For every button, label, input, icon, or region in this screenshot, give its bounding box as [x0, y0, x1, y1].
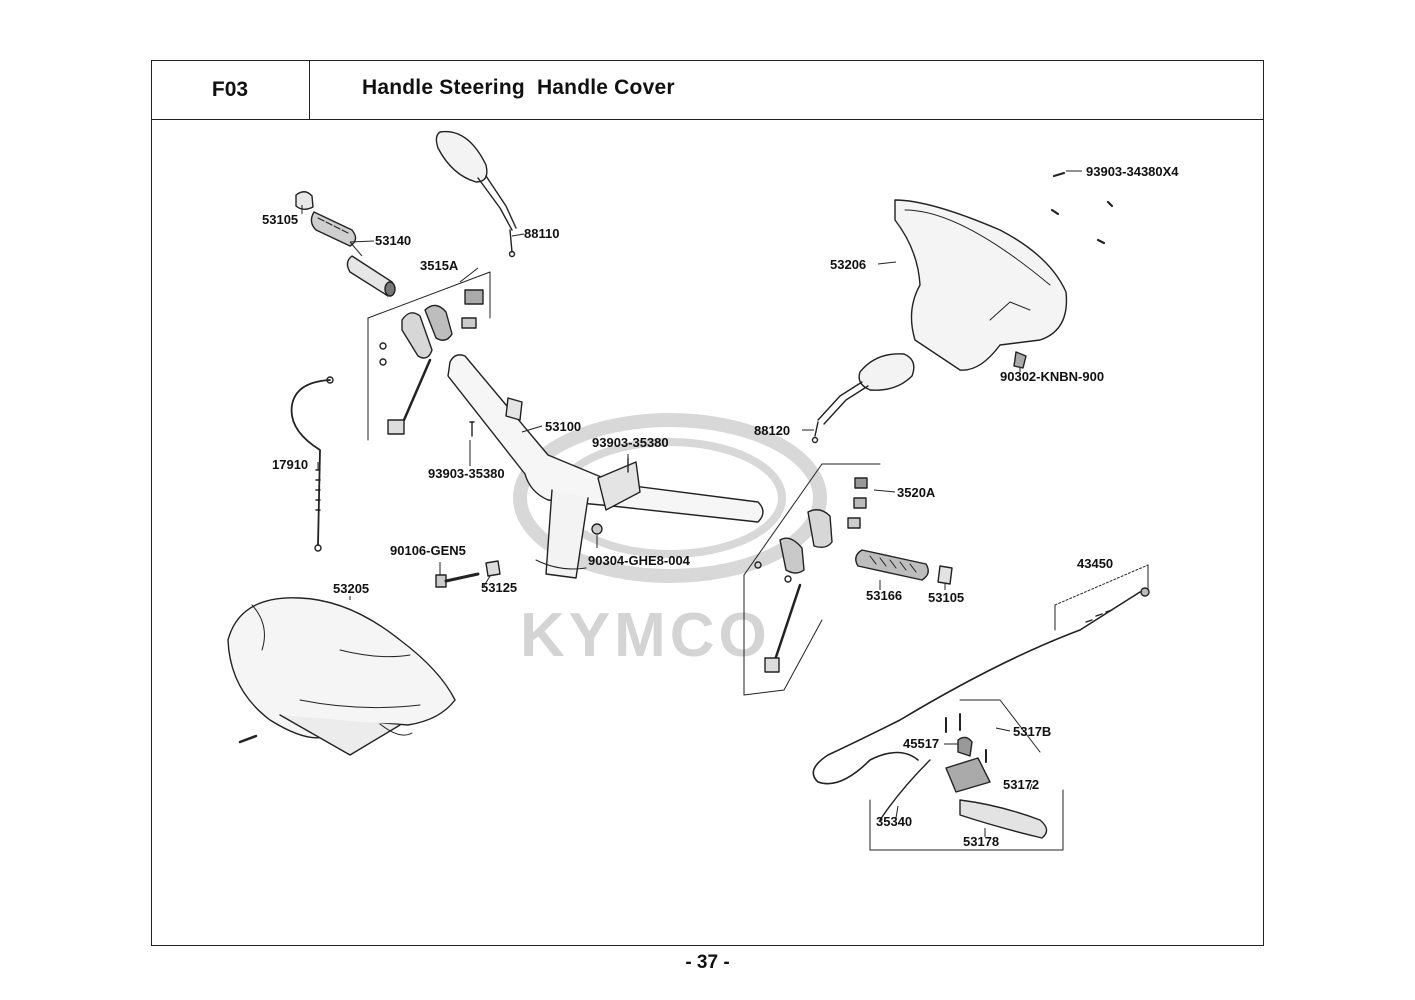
bolt-90106-GEN5 [435, 572, 480, 588]
label-17910: 17910 [272, 457, 309, 472]
page-title: Handle Steering Handle Cover [362, 76, 675, 99]
left-grip-53140 [295, 191, 396, 297]
label-35340: 35340 [876, 814, 913, 829]
collar-53125 [485, 560, 501, 577]
section-code: F03 [151, 60, 310, 120]
diagram-frame [151, 60, 1264, 946]
screw-53205 [238, 734, 258, 744]
handlebar-53100 [447, 354, 764, 579]
header-divider [310, 119, 1264, 120]
left-switch-assembly-3515A [367, 271, 491, 441]
bolt-90302-KNBN-900 [1013, 351, 1027, 369]
label-53100: 53100 [545, 419, 582, 434]
page-number: - 37 - [685, 952, 730, 973]
label-93903-35380-right: 93903-35380 [592, 435, 669, 450]
label-53105-left: 53105 [262, 212, 299, 227]
label-3515A: 3515A [420, 258, 459, 273]
brake-lever-assembly-5317B [869, 699, 1064, 851]
label-53166: 53166 [866, 588, 903, 603]
right-switch-assembly-3520A [743, 463, 881, 696]
label-88110: 88110 [524, 226, 560, 241]
label-53172: 53172 [1003, 777, 1040, 792]
watermark-text: KYMCO [520, 601, 771, 670]
label-53205: 53205 [333, 581, 370, 596]
label-53178: 53178 [963, 834, 1000, 849]
right-grip-53166 [855, 549, 953, 585]
label-53140: 53140 [375, 233, 412, 248]
screws-93903-34380 [1050, 171, 1114, 245]
label-45517: 45517 [903, 736, 940, 751]
front-handle-cover-53205 [227, 597, 456, 756]
label-88120: 88120 [754, 423, 791, 438]
label-53125: 53125 [481, 580, 518, 595]
label-43450: 43450 [1077, 556, 1114, 571]
label-90302-KNBN-900: 90302-KNBN-900 [1000, 369, 1105, 384]
label-53105-right: 53105 [928, 590, 965, 605]
mirror-right-88120 [811, 353, 915, 444]
handlebar-bolts [469, 421, 629, 535]
label-93903-34380X4: 93903-34380X4 [1086, 164, 1179, 179]
label-93903-35380-left: 93903-35380 [428, 466, 505, 481]
brake-cable-43450 [812, 564, 1150, 785]
rear-handle-cover-53206 [894, 199, 1068, 371]
label-53206: 53206 [830, 257, 867, 272]
mirror-left-88110 [435, 130, 517, 258]
label-90106-GEN5: 90106-GEN5 [390, 543, 466, 558]
label-90304-GHE8-004: 90304-GHE8-004 [588, 553, 690, 568]
label-3520A: 3520A [897, 485, 936, 500]
label-5317B: 5317B [1013, 724, 1052, 739]
